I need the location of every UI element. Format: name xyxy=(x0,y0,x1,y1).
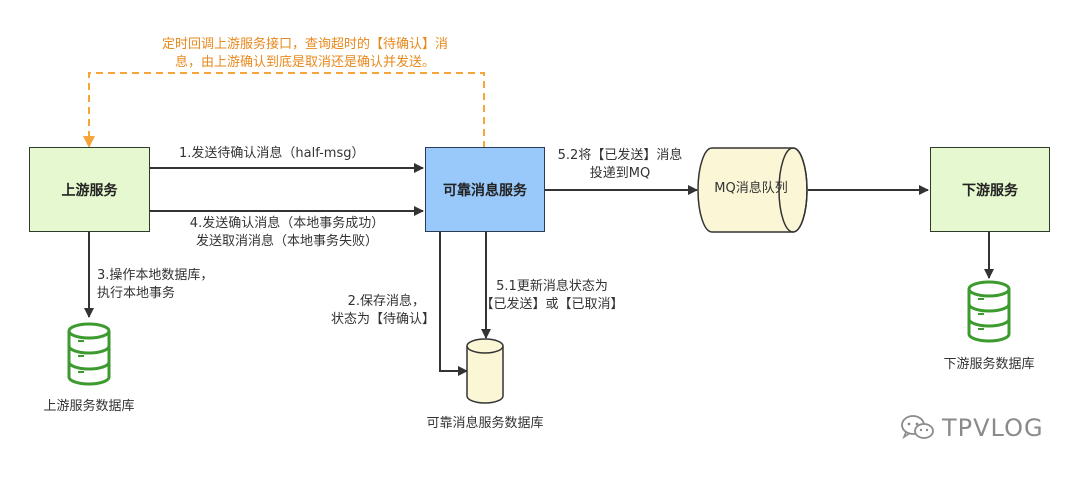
step2-label: 2.保存消息， 状态为【待确认】 xyxy=(321,293,435,329)
reliable-message-service-node: 可靠消息服务 xyxy=(425,147,545,232)
downstream-db-icon xyxy=(967,280,1011,343)
step4-line-1: 4.发送确认消息（本地事务成功） xyxy=(189,216,385,231)
step52-label: 5.2将【已发送】消息 投递到MQ xyxy=(545,147,695,183)
watermark-text: TPVLOG xyxy=(942,414,1044,442)
downstream-service-label: 下游服务 xyxy=(962,182,1018,199)
step51-line-1: 5.1更新消息状态为 xyxy=(496,279,608,294)
callback-line-1: 定时回调上游服务接口，查询超时的【待确认】消 xyxy=(161,37,448,52)
step3-line-2: 执行本地事务 xyxy=(97,286,176,301)
watermark: TPVLOG xyxy=(900,414,1044,442)
reliable-db-label: 可靠消息服务数据库 xyxy=(426,416,544,431)
mq-cylinder-shape xyxy=(697,147,808,233)
step2-arrow xyxy=(439,232,468,376)
downstream-db-label: 下游服务数据库 xyxy=(943,357,1035,372)
upstream-db-label: 上游服务数据库 xyxy=(43,399,135,414)
step51-label: 5.1更新消息状态为 【已发送】或【已取消】 xyxy=(477,278,627,314)
wechat-icon xyxy=(901,415,934,440)
upstream-service-node: 上游服务 xyxy=(29,147,150,232)
callback-line-2: 息，由上游确认到底是取消还是确认并发送。 xyxy=(174,55,435,70)
step4-label: 4.发送确认消息（本地事务成功） 发送取消消息（本地事务失败） xyxy=(160,215,414,251)
reliable-service-label: 可靠消息服务 xyxy=(443,182,527,199)
downstream-service-node: 下游服务 xyxy=(930,147,1050,232)
step52-line-2: 投递到MQ xyxy=(589,166,651,181)
step51-line-2: 【已发送】或【已取消】 xyxy=(480,297,624,312)
upstream-db-icon xyxy=(67,322,111,386)
mq-label: MQ消息队列 xyxy=(714,181,788,196)
step2-line-1: 2.保存消息， xyxy=(347,294,425,309)
step4-line-2: 发送取消消息（本地事务失败） xyxy=(195,234,378,249)
step3-line-1: 3.操作本地数据库， xyxy=(97,268,214,283)
callback-text: 定时回调上游服务接口，查询超时的【待确认】消 息，由上游确认到底是取消还是确认并… xyxy=(140,36,470,72)
step52-line-1: 5.2将【已发送】消息 xyxy=(557,148,683,163)
reliable-db-cylinder xyxy=(466,338,504,404)
callback-arrow xyxy=(83,72,485,148)
step3-label: 3.操作本地数据库， 执行本地事务 xyxy=(97,267,213,303)
step1-label: 1.发送待确认消息（half-msg） xyxy=(179,146,365,161)
upstream-service-label: 上游服务 xyxy=(61,182,118,199)
step2-line-2: 状态为【待确认】 xyxy=(330,312,435,327)
